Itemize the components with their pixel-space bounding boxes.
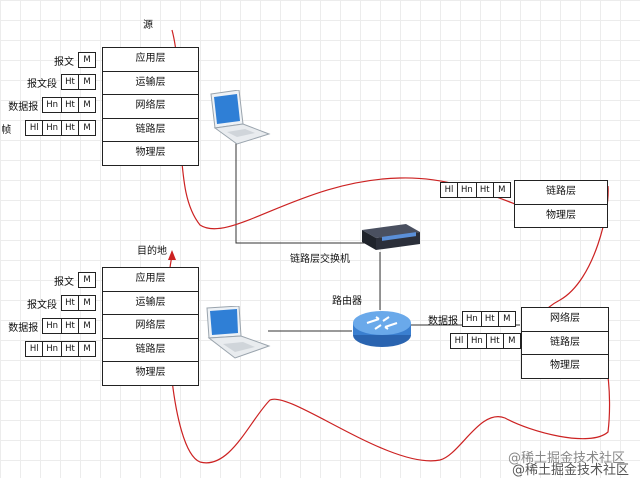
header-field: Hn xyxy=(43,319,61,333)
header-field: M xyxy=(78,98,95,112)
header-label: 数据报 xyxy=(428,315,458,327)
destination-laptop-icon xyxy=(206,306,271,359)
source-layer-transport: 运输层 xyxy=(102,71,199,95)
header-label: 报文段 xyxy=(27,299,57,311)
header-label: 数据报 xyxy=(8,322,39,334)
destination-label: 目的地 xyxy=(137,246,167,257)
destination-layer-application: 应用层 xyxy=(102,267,199,292)
header-field: M xyxy=(79,273,95,287)
header-field: M xyxy=(502,334,520,348)
header-field: M xyxy=(79,53,95,67)
router-protocol-stack: 网络层 链路层 物理层 xyxy=(521,307,609,379)
router-header-datagram: 数据报 Hn Ht M xyxy=(428,311,516,327)
source-laptop-icon xyxy=(210,90,271,145)
destination-header-datagram: 数据报 Hn Ht M xyxy=(8,318,96,334)
router-layer-network: 网络层 xyxy=(521,307,609,332)
header-field: Ht xyxy=(61,342,78,356)
header-label: 数据报 xyxy=(8,101,39,113)
header-field: M xyxy=(78,121,95,135)
router-label: 路由器 xyxy=(332,296,362,307)
destination-layer-link: 链路层 xyxy=(102,338,199,362)
source-layer-network: 网络层 xyxy=(102,95,199,119)
header-field: M xyxy=(78,75,95,89)
destination-header-frame: Hl Hn Ht M xyxy=(25,341,96,357)
header-label: 报文段 xyxy=(27,78,57,90)
source-header-datagram: 数据报 Hn Ht M xyxy=(8,97,96,113)
router-header-frame: Hl Hn Ht M xyxy=(450,333,521,349)
watermark-text: @稀土掘金技术社区 xyxy=(508,451,626,466)
header-field: Hl xyxy=(441,183,457,197)
switch-layer-physical: 物理层 xyxy=(514,204,608,228)
router-layer-physical: 物理层 xyxy=(521,355,609,379)
destination-header-message: 报文 M xyxy=(54,272,96,288)
source-layer-application: 应用层 xyxy=(102,47,199,72)
source-layer-physical: 物理层 xyxy=(102,142,199,166)
router-icon xyxy=(353,311,411,347)
destination-layer-physical: 物理层 xyxy=(102,362,199,386)
source-header-frame: 帧 Hl Hn Ht M xyxy=(1,120,96,136)
header-field: Ht xyxy=(475,183,493,197)
header-field: Ht xyxy=(62,75,78,89)
header-field: Ht xyxy=(485,334,503,348)
header-field: Hl xyxy=(26,342,43,356)
source-protocol-stack: 应用层 运输层 网络层 链路层 物理层 xyxy=(102,47,199,166)
header-field: M xyxy=(78,296,95,310)
source-label: 源 xyxy=(143,20,153,31)
switch-layer-link: 链路层 xyxy=(514,180,608,205)
header-label: 报文 xyxy=(54,276,74,288)
header-field: Hn xyxy=(467,334,486,348)
router-layer-link: 链路层 xyxy=(521,331,609,355)
header-field: Hn xyxy=(43,98,61,112)
switch-icon xyxy=(362,224,420,250)
link-source-to-switch xyxy=(235,143,368,244)
header-field: M xyxy=(78,342,95,356)
header-field: Hn xyxy=(42,342,61,356)
source-layer-link: 链路层 xyxy=(102,118,199,142)
header-field: Ht xyxy=(61,121,78,135)
destination-header-segment: 报文段 Ht M xyxy=(27,295,96,311)
switch-label: 链路层交换机 xyxy=(290,254,350,265)
header-field: Hn xyxy=(463,312,481,326)
header-field: M xyxy=(492,183,510,197)
destination-protocol-stack: 应用层 运输层 网络层 链路层 物理层 xyxy=(102,267,199,386)
path-arrow-head xyxy=(168,250,176,260)
header-label: 报文 xyxy=(54,56,74,68)
switch-protocol-stack: 链路层 物理层 xyxy=(514,180,608,228)
header-field: M xyxy=(497,312,515,326)
source-header-message: 报文 M xyxy=(54,52,96,68)
header-field: Hn xyxy=(42,121,61,135)
header-field: Ht xyxy=(62,296,78,310)
header-field: Ht xyxy=(61,98,78,112)
destination-layer-transport: 运输层 xyxy=(102,291,199,315)
header-label: 帧 xyxy=(1,124,12,136)
header-field: M xyxy=(78,319,95,333)
header-field: Hl xyxy=(26,121,43,135)
header-field: Ht xyxy=(61,319,78,333)
header-field: Ht xyxy=(480,312,498,326)
destination-layer-network: 网络层 xyxy=(102,315,199,339)
source-header-segment: 报文段 Ht M xyxy=(27,74,96,90)
header-field: Hn xyxy=(457,183,476,197)
watermark-text-shadow: @稀土掘金技术社区 xyxy=(512,463,630,478)
header-field: Hl xyxy=(451,334,467,348)
switch-header-frame: Hl Hn Ht M xyxy=(440,182,511,198)
